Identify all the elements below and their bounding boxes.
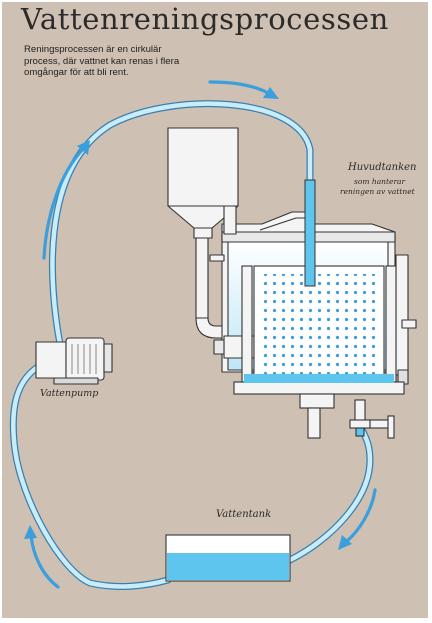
main-tank-description-line: som hanterar xyxy=(354,177,406,186)
water-tank-label: Vattentank xyxy=(216,509,272,520)
flow-arrow-left-up xyxy=(42,146,86,260)
main-tank-label: Huvudtanken xyxy=(348,162,417,173)
flow-arrow-top-right xyxy=(208,80,270,95)
flow-arrow-top-right-head xyxy=(263,87,279,99)
intro-line: Reningsprocessen är en cirkulär xyxy=(24,44,162,55)
flow-arrow-left-up-head xyxy=(77,140,90,155)
inlet-tube xyxy=(304,179,316,287)
flow-arrow-bottom-left-up xyxy=(29,533,60,589)
main-tank-description-line: reningen av vattnet xyxy=(340,187,415,196)
pump xyxy=(35,337,113,385)
flow-arrow-right-down xyxy=(344,488,377,544)
flow-arrows xyxy=(24,80,377,589)
filter-basket xyxy=(233,265,405,439)
intro-line: omgångar för att bli rent. xyxy=(24,67,129,78)
water-tank xyxy=(165,534,291,582)
flow-arrow-right-down-head xyxy=(338,535,352,550)
pipe-network xyxy=(9,100,374,590)
intro-text: Reningsprocessen är en cirkulär process,… xyxy=(24,44,224,79)
intro-line: process, där vattnet kan renas i flera xyxy=(24,55,180,67)
outlet-tap xyxy=(349,399,395,439)
flow-arrow-bottom-left-up-head xyxy=(24,525,37,539)
pump-label: Vattenpump xyxy=(40,388,99,399)
page-title: Vattenreningsprocessen xyxy=(21,2,389,36)
